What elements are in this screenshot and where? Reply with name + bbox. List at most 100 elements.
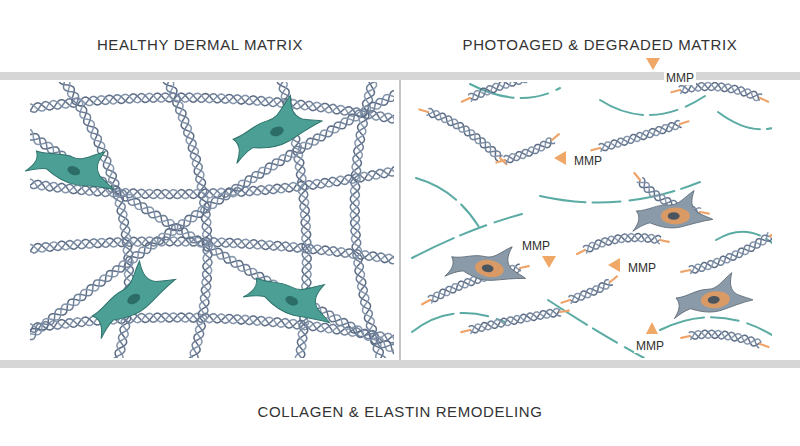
mmp-triangle xyxy=(608,258,620,272)
frayed-end xyxy=(560,311,569,312)
cell-damage xyxy=(661,208,690,225)
elastin-fragments xyxy=(412,84,772,358)
fibroblasts xyxy=(25,89,343,339)
collagen-strand xyxy=(30,313,394,344)
collagen-strand xyxy=(30,313,394,346)
elastin-fiber xyxy=(548,300,644,358)
collagen-strand xyxy=(689,235,770,271)
cell-body xyxy=(222,89,326,164)
elastin-fiber xyxy=(416,178,482,232)
frayed-end xyxy=(419,110,428,113)
collagen-strand xyxy=(429,109,501,158)
collagen-strand xyxy=(30,125,394,354)
cell-body xyxy=(633,191,713,232)
frayed-end xyxy=(520,266,529,268)
collagen-strand xyxy=(350,82,386,358)
collagen-strand xyxy=(689,330,758,348)
enzyme-label: MMP xyxy=(572,154,604,168)
mmp-markers xyxy=(542,58,660,334)
fibroblast-cell xyxy=(671,271,754,319)
collagen-strand xyxy=(30,88,394,341)
cell-nucleus xyxy=(707,296,720,305)
cell-nucleus xyxy=(66,164,81,177)
cell-nucleus xyxy=(284,294,300,307)
elastin-fiber xyxy=(718,112,772,129)
enzyme-label: MMP xyxy=(520,239,552,253)
elastin-fiber xyxy=(600,96,705,115)
frayed-end xyxy=(591,148,600,150)
collagen-strand xyxy=(601,124,680,152)
frayed-end xyxy=(577,250,585,254)
cell-nucleus xyxy=(269,125,285,138)
cell-body xyxy=(77,250,182,339)
mmp-triangle xyxy=(646,58,660,70)
cell-body xyxy=(25,128,125,201)
collagen-fragments xyxy=(419,82,772,348)
collagen-strand xyxy=(30,313,394,343)
cell-damage xyxy=(700,290,730,309)
collagen-strand xyxy=(569,280,608,300)
collagen-strand xyxy=(470,310,560,333)
collagen-strand xyxy=(350,82,385,358)
collagen-strand xyxy=(350,82,388,358)
cell-nucleus xyxy=(125,292,142,307)
fibroblast-cell xyxy=(222,89,326,164)
elastin-fiber xyxy=(540,182,700,202)
fibroblast-cell xyxy=(243,256,343,335)
collagen-strand xyxy=(30,93,394,126)
collagen-strand xyxy=(30,95,394,347)
frayed-end xyxy=(422,300,430,304)
frayed-end xyxy=(760,344,769,347)
cell-nucleus xyxy=(668,212,680,220)
enzyme-label: MMP xyxy=(626,261,658,275)
cell-body xyxy=(445,236,531,290)
mmp-triangle xyxy=(554,151,566,165)
panel-heading: HEALTHY DERMAL MATRIX xyxy=(97,36,303,53)
collagen-strand xyxy=(167,82,212,358)
frayed-end xyxy=(671,90,680,92)
panel-divider xyxy=(399,80,401,360)
elastin-fiber xyxy=(412,313,505,332)
collagen-strand xyxy=(30,128,394,355)
cell-body xyxy=(671,271,754,319)
panel-heading: PHOTOAGED & DEGRADED MATRIX xyxy=(463,36,738,53)
collagen-strand xyxy=(583,234,660,249)
cell-nucleus xyxy=(481,263,494,273)
frayed-end xyxy=(680,121,689,124)
collagen-strand xyxy=(471,82,545,101)
frayed-end xyxy=(660,240,669,242)
collagen-strand xyxy=(469,82,545,97)
collagen-strand xyxy=(599,121,679,149)
fibroblast-cell xyxy=(633,191,713,232)
bottom-bar xyxy=(0,360,800,368)
frayed-end xyxy=(461,330,470,332)
cell-damage xyxy=(474,258,505,280)
cell-body xyxy=(243,256,343,335)
frayed-end xyxy=(700,212,709,214)
frayed-end xyxy=(552,134,559,140)
enzyme-label: MMP xyxy=(634,339,666,353)
damaged-fibroblasts xyxy=(445,191,754,319)
fibroblast-cell xyxy=(77,250,182,339)
collagen-strand xyxy=(504,142,555,161)
frayed-end xyxy=(760,98,768,102)
collagen-strand xyxy=(427,111,502,157)
frayed-end xyxy=(770,231,772,236)
mmp-triangle xyxy=(542,256,556,268)
collagen-strand xyxy=(469,310,560,332)
enzyme-label: MMP xyxy=(664,71,696,85)
frayed-end xyxy=(462,98,470,102)
fibroblast-cell xyxy=(445,236,531,290)
elastin-fiber xyxy=(660,317,772,340)
mmp-triangle xyxy=(646,322,658,334)
frayed-end xyxy=(562,300,571,303)
caption: COLLAGEN & ELASTIN REMODELING xyxy=(258,403,543,420)
frayed-end xyxy=(634,173,640,180)
collagen-fibers xyxy=(30,82,394,358)
frayed-end xyxy=(496,160,505,163)
frayed-end xyxy=(681,336,690,338)
frayed-end xyxy=(681,270,690,272)
frayed-end xyxy=(610,276,617,282)
